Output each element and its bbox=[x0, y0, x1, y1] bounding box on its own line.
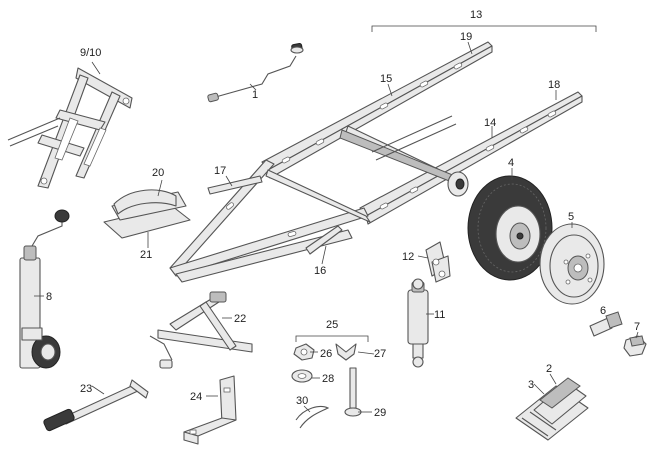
callout-labels: 9/10 1 13 19 15 18 14 17 4 20 5 21 12 16… bbox=[46, 9, 640, 419]
label-25: 25 bbox=[326, 319, 338, 331]
label-2: 2 bbox=[546, 363, 552, 375]
label-24: 24 bbox=[190, 391, 202, 403]
label-30: 30 bbox=[296, 395, 308, 407]
label-27: 27 bbox=[374, 348, 386, 360]
label-7: 7 bbox=[634, 321, 640, 333]
wheel-chocks bbox=[515, 377, 589, 441]
cover-plates bbox=[103, 189, 191, 239]
label-17: 17 bbox=[214, 165, 226, 177]
label-14: 14 bbox=[484, 117, 496, 129]
label-5: 5 bbox=[568, 211, 574, 223]
wheel-with-tyre bbox=[467, 175, 553, 281]
hardware-set bbox=[291, 335, 369, 429]
label-29: 29 bbox=[374, 407, 386, 419]
wheel-rim bbox=[539, 223, 605, 305]
wheel-nut bbox=[623, 335, 647, 357]
crank-handle bbox=[207, 43, 304, 103]
mounting-bracket bbox=[183, 375, 237, 445]
label-16: 16 bbox=[314, 265, 326, 277]
label-8: 8 bbox=[46, 291, 52, 303]
label-19: 19 bbox=[460, 31, 472, 43]
wheel-bolt bbox=[589, 311, 623, 337]
label-12: 12 bbox=[402, 251, 414, 263]
label-28: 28 bbox=[322, 373, 334, 385]
chassis-frame bbox=[169, 25, 597, 283]
label-9-10: 9/10 bbox=[80, 47, 101, 59]
label-18: 18 bbox=[548, 79, 560, 91]
label-6: 6 bbox=[600, 305, 606, 317]
label-13: 13 bbox=[470, 9, 482, 21]
label-26: 26 bbox=[320, 348, 332, 360]
jockey-wheel bbox=[19, 209, 70, 369]
label-3: 3 bbox=[528, 379, 534, 391]
label-22: 22 bbox=[234, 313, 246, 325]
shock-absorber bbox=[407, 278, 429, 368]
label-4: 4 bbox=[508, 157, 514, 169]
shock-mount-bracket bbox=[425, 241, 451, 283]
label-1: 1 bbox=[252, 89, 258, 101]
label-21: 21 bbox=[140, 249, 152, 261]
wheel-wrench bbox=[43, 379, 149, 432]
label-15: 15 bbox=[380, 73, 392, 85]
label-20: 20 bbox=[152, 167, 164, 179]
label-23: 23 bbox=[80, 383, 92, 395]
leader-lines bbox=[34, 41, 639, 413]
scissor-jack bbox=[149, 291, 253, 369]
label-11: 11 bbox=[434, 309, 445, 321]
support-stand bbox=[7, 67, 133, 189]
